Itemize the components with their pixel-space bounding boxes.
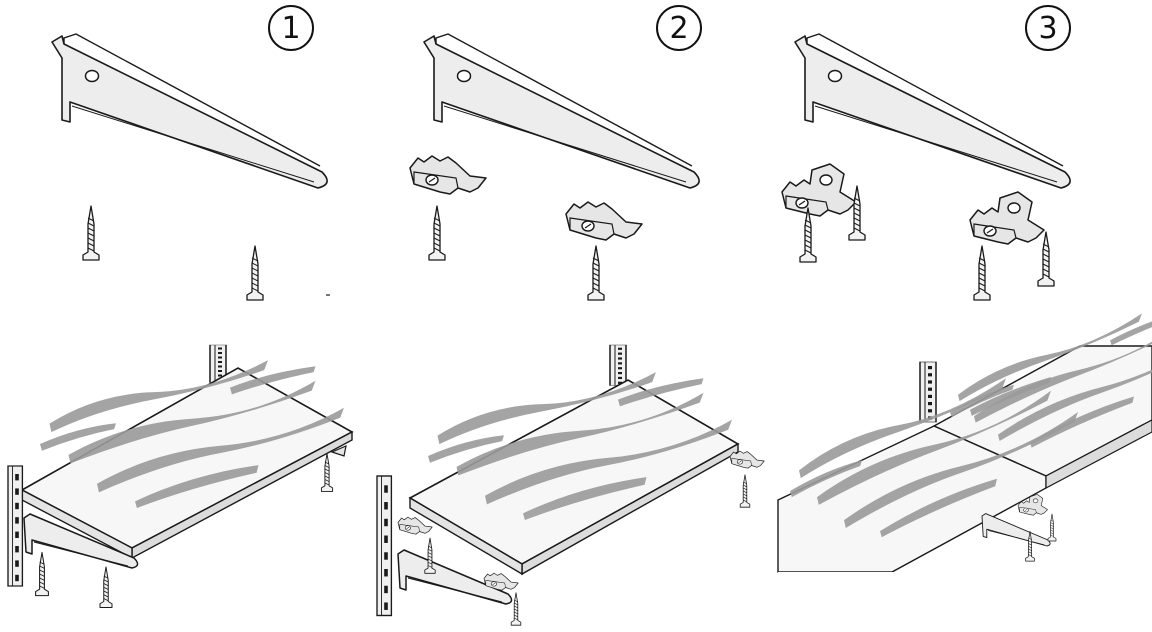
step3-screw-1 <box>799 207 817 263</box>
step-label-3: 3 <box>1025 5 1071 51</box>
step3-bracket <box>794 33 1071 189</box>
assembly3 <box>777 286 1152 632</box>
step3-screw-4 <box>1037 231 1055 287</box>
step2-clip-left <box>409 155 487 195</box>
step1-bracket <box>51 33 328 189</box>
step3-clip-right <box>969 191 1045 245</box>
assembly1 <box>7 339 354 608</box>
step1-screw-right <box>246 245 264 301</box>
step2-screw-right <box>587 245 605 301</box>
step2-screw-left <box>428 205 446 261</box>
step-label-2: 2 <box>656 5 702 51</box>
step2-bracket <box>423 33 700 189</box>
step3-screw-2 <box>848 185 866 241</box>
step1-screw-left <box>82 205 100 261</box>
step-label-1: 1 <box>268 5 314 51</box>
assembly2 <box>376 344 765 626</box>
step3-clip-left <box>781 163 857 217</box>
step3-screw-3 <box>973 245 991 301</box>
step2-clip-right <box>565 201 643 241</box>
